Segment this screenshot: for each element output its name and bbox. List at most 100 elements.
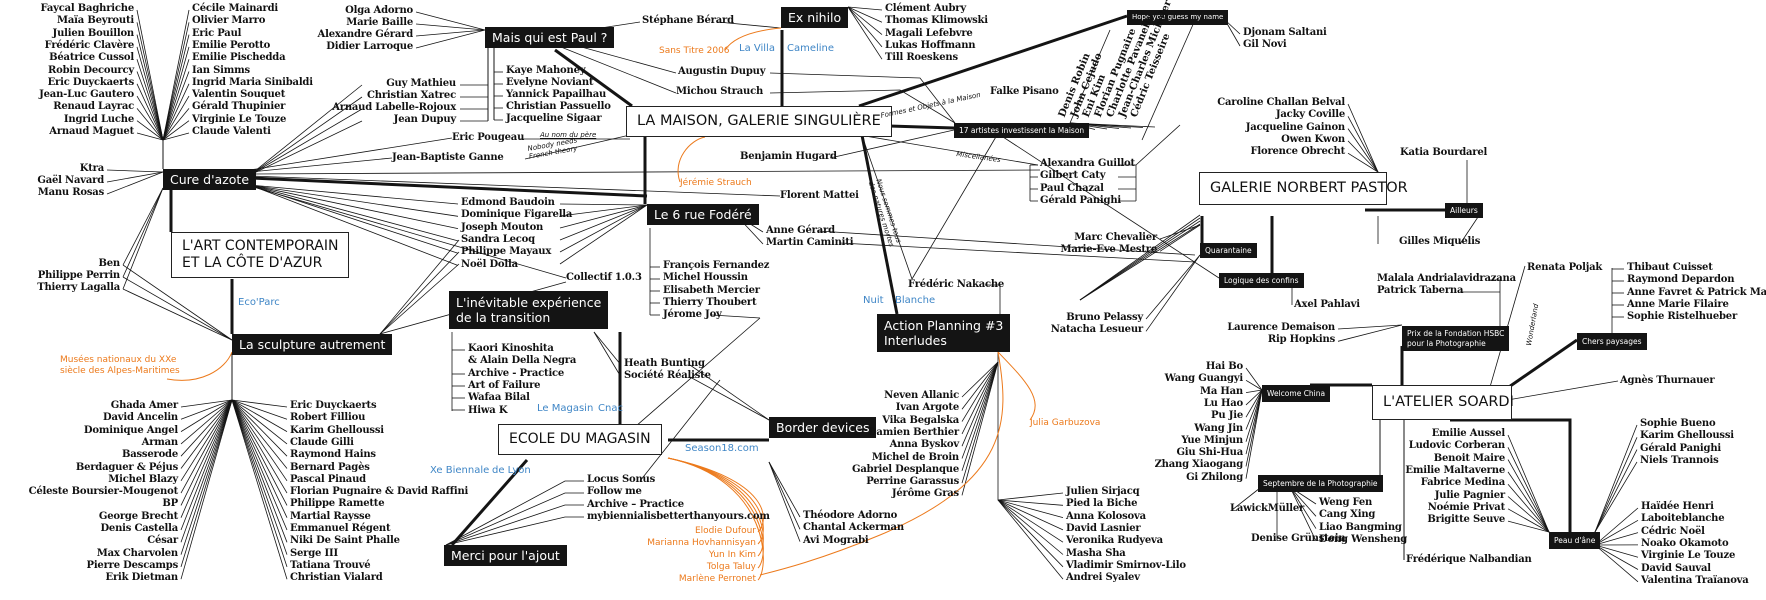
artist-name[interactable]: Robert Filliou — [290, 412, 366, 424]
hub-quarantaine[interactable]: Quarantaine — [1200, 243, 1257, 258]
artist-name[interactable]: Follow me — [587, 486, 642, 498]
artist-name[interactable]: Owen Kwon — [1281, 133, 1345, 145]
artist-name[interactable]: Natacha Lesueur — [1050, 324, 1143, 336]
artist-name[interactable]: Fabrice Medina — [1420, 477, 1505, 489]
hub-peau-d-ane[interactable]: Peau d'âne — [1549, 532, 1601, 549]
artist-name[interactable]: Till Roeskens — [885, 52, 958, 64]
artist-name[interactable]: Gi Zhilong — [1186, 471, 1243, 483]
artist-name[interactable]: Emilie Pischedda — [192, 52, 286, 64]
artist-name[interactable]: Jacqueline Sigaar — [506, 113, 602, 124]
artist-name[interactable]: Marie Baille — [346, 17, 413, 28]
artist-name[interactable]: Emilie Maltaverne — [1405, 464, 1505, 476]
artist-name[interactable]: David Sauval — [1641, 562, 1711, 574]
artist-name[interactable]: Cécile Mainardi — [192, 3, 279, 14]
artist-name[interactable]: Gérald Thupinier — [192, 101, 286, 113]
artist-name[interactable]: Axel Pahlavi — [1294, 299, 1360, 310]
artist-name[interactable]: Thierry Thoubert — [663, 296, 757, 308]
artist-name[interactable]: Julie Pagnier — [1434, 489, 1505, 501]
artist-name[interactable]: Valentin Souquet — [192, 89, 286, 101]
artist-name[interactable]: Philippe Perrin — [37, 270, 120, 281]
artist-name[interactable]: Damien Berthier — [867, 426, 959, 438]
orange-artist-name[interactable]: Tolga Taluy — [706, 562, 756, 572]
artist-name[interactable]: Gabriel Desplanque — [852, 463, 959, 475]
artist-name[interactable]: Cédric Noël — [1641, 525, 1705, 537]
artist-name[interactable]: Lu Hao — [1203, 397, 1243, 409]
artist-name[interactable]: Ben — [98, 258, 121, 269]
artist-name[interactable]: Max Charvolen — [96, 547, 178, 559]
artist-name[interactable]: Joseph Mouton — [461, 221, 544, 233]
artist-name[interactable]: Malala Andrialavidrazana — [1377, 273, 1516, 284]
artist-name[interactable]: Ian Simms — [192, 64, 250, 76]
artist-name[interactable]: Frédérique Nalbandian — [1406, 554, 1532, 565]
artist-name[interactable]: Michel Houssin — [663, 272, 748, 284]
artist-name[interactable]: César — [147, 535, 178, 547]
artist-name[interactable]: Céleste Boursier-Mougenot — [28, 486, 179, 498]
artist-name[interactable]: Archive - Practice — [468, 367, 565, 379]
artist-name[interactable]: Guy Mathieu — [386, 78, 456, 89]
artist-name[interactable]: Bruno Pelassy — [1066, 312, 1143, 323]
artist-name[interactable]: Niels Trannois — [1640, 454, 1719, 466]
artist-name[interactable]: Anna Kolosova — [1066, 510, 1146, 522]
artist-name[interactable]: Maïa Beyrouti — [57, 15, 134, 27]
artist-name[interactable]: Martial Raysse — [290, 510, 371, 522]
artist-name[interactable]: Yannick Papailhau — [506, 89, 607, 100]
artist-name[interactable]: Zhang Xiaogang — [1154, 459, 1244, 471]
artist-name[interactable]: Veronika Rudyeva — [1066, 535, 1163, 547]
artist-name[interactable]: Pu Jie — [1211, 410, 1243, 422]
artist-name[interactable]: Stéphane Bérard — [642, 15, 734, 26]
artist-name[interactable]: Arnaud Maguet — [49, 126, 134, 137]
artist-name[interactable]: Gilbert Caty — [1040, 170, 1106, 182]
artist-name[interactable]: Ghada Amer — [110, 400, 178, 411]
hub-galerie-norbert-pastor[interactable]: GALERIE NORBERT PASTOR — [1199, 172, 1408, 205]
artist-name[interactable]: Masha Sha — [1066, 547, 1126, 559]
artist-name[interactable]: Kaye Mahoney — [506, 65, 586, 76]
artist-name[interactable]: Augustin Dupuy — [678, 66, 766, 77]
artist-name[interactable]: Niki De Saint Phalle — [290, 535, 400, 547]
artist-name[interactable]: Magali Lefebvre — [885, 27, 973, 39]
orange-artist-name[interactable]: Elodie Dufour — [694, 526, 756, 536]
hub-logique-des-confins[interactable]: Logique des confins — [1219, 273, 1304, 288]
artist-name[interactable]: Vladimir Smirnov-Lilo — [1066, 559, 1186, 571]
orange-artist-name[interactable]: Yun In Kim — [708, 550, 756, 560]
artist-name[interactable]: Noémie Privat — [1427, 501, 1505, 513]
artist-name[interactable]: Basserode — [121, 449, 178, 461]
artist-name[interactable]: Société Réaliste — [624, 370, 711, 381]
artist-name[interactable]: Raymond Depardon — [1627, 274, 1735, 286]
hub-septembre-photographie[interactable]: Septembre de la Photographie — [1258, 475, 1383, 492]
artist-name[interactable]: Ktra — [79, 163, 104, 174]
artist-name[interactable]: Béatrice Cussol — [49, 52, 134, 64]
artist-name[interactable]: Eric Duyckaerts — [290, 400, 377, 411]
artist-name[interactable]: Emmanuel Régent — [290, 523, 391, 534]
artist-name[interactable]: Sophie Ristelhueber — [1627, 311, 1738, 323]
hub-prix-hsbc[interactable]: Prix de la Fondation HSBC pour la Photog… — [1402, 326, 1510, 351]
artist-name[interactable]: Brigitte Seuve — [1427, 514, 1505, 526]
artist-name[interactable]: Gérald Panighi — [1640, 442, 1721, 454]
artist-name[interactable]: Tatiana Trouvé — [290, 559, 371, 571]
artist-name[interactable]: Laboiteblanche — [1641, 513, 1725, 525]
hub-la-sculpture-autrement[interactable]: La sculpture autrement — [232, 334, 393, 355]
artist-name[interactable]: Clément Aubry — [885, 3, 966, 14]
artist-name[interactable]: Jacqueline Gainon — [1245, 121, 1345, 133]
artist-name[interactable]: Christian Xatrec — [367, 90, 456, 101]
artist-name[interactable]: Paul Chazal — [1040, 182, 1104, 194]
hub-welcome-china[interactable]: Welcome China — [1262, 385, 1331, 402]
artist-name[interactable]: Benoit Maire — [1433, 452, 1505, 464]
artist-name[interactable]: Agnès Thurnauer — [1620, 375, 1715, 386]
hub-border-devices[interactable]: Border devices — [769, 417, 877, 438]
hub-inevitable-experience[interactable]: L'inévitable expérience de la transition — [449, 291, 609, 329]
artist-name[interactable]: BP — [162, 498, 178, 510]
artist-name[interactable]: Eric Paul — [192, 27, 242, 39]
artist-name[interactable]: Sophie Bueno — [1640, 418, 1716, 429]
hub-mais-qui-est-paul[interactable]: Mais qui est Paul ? — [485, 27, 615, 48]
artist-name[interactable]: Michel Blazy — [108, 473, 178, 485]
artist-name[interactable]: & Alain Della Negra — [468, 355, 577, 367]
orange-artist-name[interactable]: Marianna Hovhannisyan — [647, 538, 756, 548]
artist-name[interactable]: Eric Duyckaerts — [47, 76, 135, 88]
artist-name[interactable]: Julien Sirjacq — [1066, 486, 1140, 497]
orange-artist-name[interactable]: Marlène Perronet — [678, 574, 756, 584]
artist-name[interactable]: Valentina Traïanova — [1641, 574, 1749, 586]
artist-name[interactable]: Laurence Demaison — [1227, 322, 1335, 333]
hub-atelier-soardi[interactable]: L'ATELIER SOARDI — [1372, 385, 1514, 420]
artist-name[interactable]: Frédéric Nakache — [908, 279, 1005, 290]
artist-name[interactable]: Martin Caminiti — [766, 237, 854, 248]
